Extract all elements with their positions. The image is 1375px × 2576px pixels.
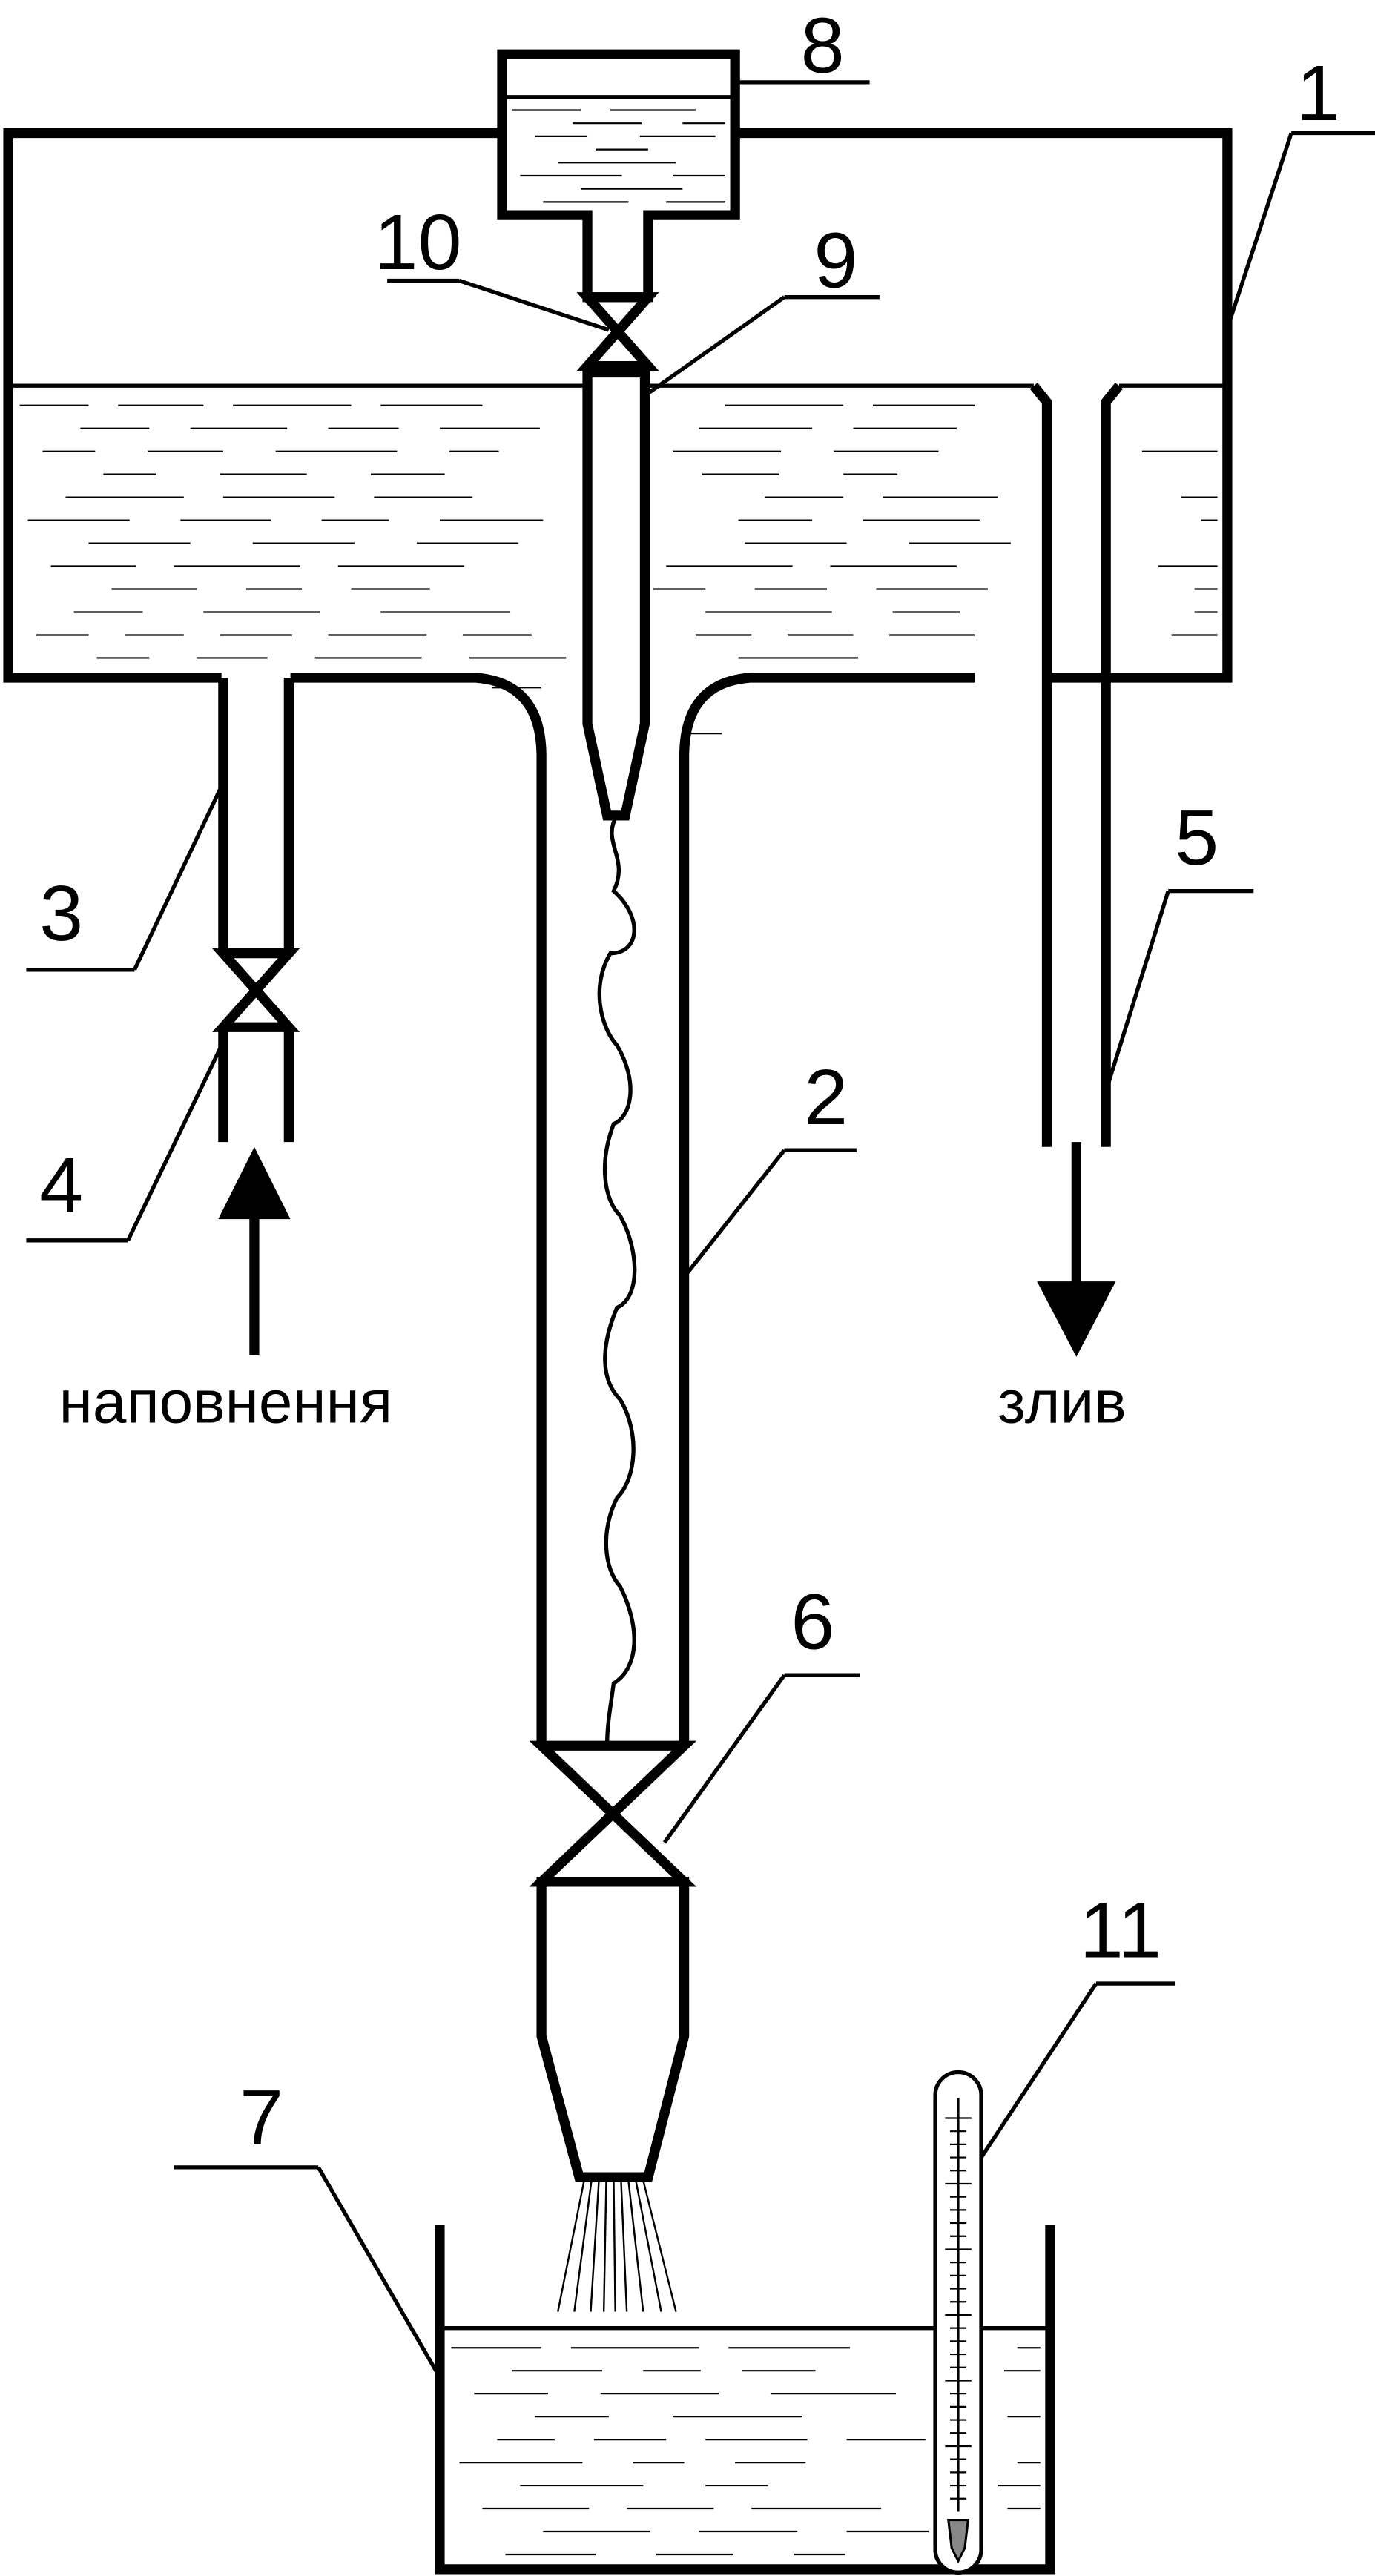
label-1: 1 bbox=[1296, 49, 1340, 137]
drain-arrow bbox=[1037, 1142, 1116, 1357]
sprayer bbox=[536, 1877, 690, 2312]
label-9: 9 bbox=[814, 216, 857, 304]
part-labels: 1 8 10 9 3 4 5 2 6 7 11 наповнення злив bbox=[39, 1, 1340, 2161]
reservoir-8-water-hatching bbox=[512, 109, 725, 203]
inlet-pipe-3 bbox=[218, 677, 294, 954]
thermometer-scale bbox=[945, 2117, 972, 2500]
vessel-7 bbox=[435, 2225, 1055, 2575]
filling-label: наповнення bbox=[59, 1368, 392, 1436]
tank-water-hatching bbox=[19, 404, 1218, 659]
leader-lines bbox=[26, 80, 1375, 2379]
filling-arrow bbox=[218, 1146, 291, 1355]
valve-6 bbox=[529, 1740, 697, 1887]
vessel-7-water-hatching bbox=[451, 2347, 1041, 2556]
valve-4 bbox=[212, 948, 300, 1143]
label-2: 2 bbox=[804, 1053, 848, 1141]
label-8: 8 bbox=[801, 1, 845, 90]
label-7: 7 bbox=[240, 2073, 283, 2161]
label-4: 4 bbox=[39, 1141, 83, 1229]
water-hatching bbox=[19, 109, 1218, 2556]
label-11: 11 bbox=[1080, 1886, 1161, 1975]
nozzle-9 bbox=[582, 367, 650, 821]
drain-label: злив bbox=[998, 1368, 1127, 1436]
tank-1 bbox=[3, 128, 1233, 1746]
label-10: 10 bbox=[374, 198, 461, 286]
label-6: 6 bbox=[791, 1578, 834, 1666]
spray-droplets bbox=[557, 2180, 677, 2312]
valve-10 bbox=[576, 292, 659, 371]
label-3: 3 bbox=[39, 869, 83, 957]
jet-in-tube bbox=[597, 814, 637, 1746]
overflow-pipe-5 bbox=[1029, 383, 1124, 1147]
label-5: 5 bbox=[1175, 793, 1219, 882]
thermometer-11 bbox=[933, 2070, 983, 2575]
